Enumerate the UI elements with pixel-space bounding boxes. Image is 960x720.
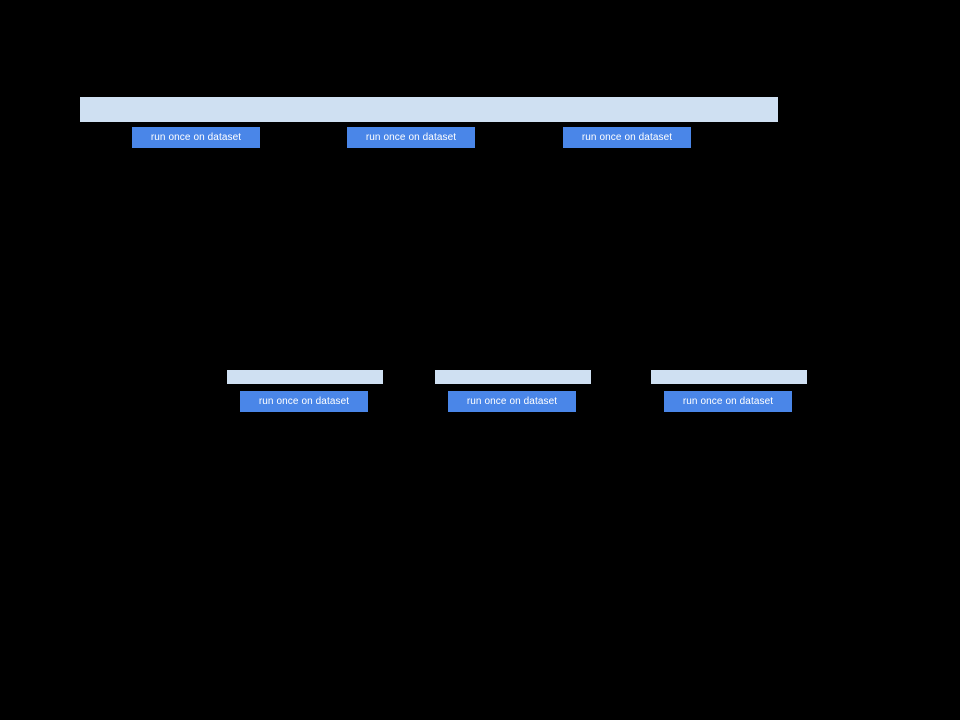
header-title-placeholder[interactable] [80,97,778,122]
run-once-on-dataset-button-2[interactable]: run once on dataset [347,127,475,148]
column-3-text-placeholder[interactable] [651,370,807,384]
column-3-run-once-on-dataset-button-label: run once on dataset [682,396,774,407]
column-2-run-once-on-dataset-button[interactable]: run once on dataset [448,391,576,412]
column-2-text-placeholder[interactable] [435,370,591,384]
run-once-on-dataset-button-1[interactable]: run once on dataset [132,127,260,148]
run-once-on-dataset-button-3-label: run once on dataset [581,132,673,143]
column-1-run-once-on-dataset-button-label: run once on dataset [258,396,350,407]
column-3-run-once-on-dataset-button[interactable]: run once on dataset [664,391,792,412]
column-1-text-placeholder[interactable] [227,370,383,384]
run-once-on-dataset-button-1-label: run once on dataset [150,132,242,143]
run-once-on-dataset-button-2-label: run once on dataset [365,132,457,143]
column-1-run-once-on-dataset-button[interactable]: run once on dataset [240,391,368,412]
run-once-on-dataset-button-3[interactable]: run once on dataset [563,127,691,148]
column-2-run-once-on-dataset-button-label: run once on dataset [466,396,558,407]
